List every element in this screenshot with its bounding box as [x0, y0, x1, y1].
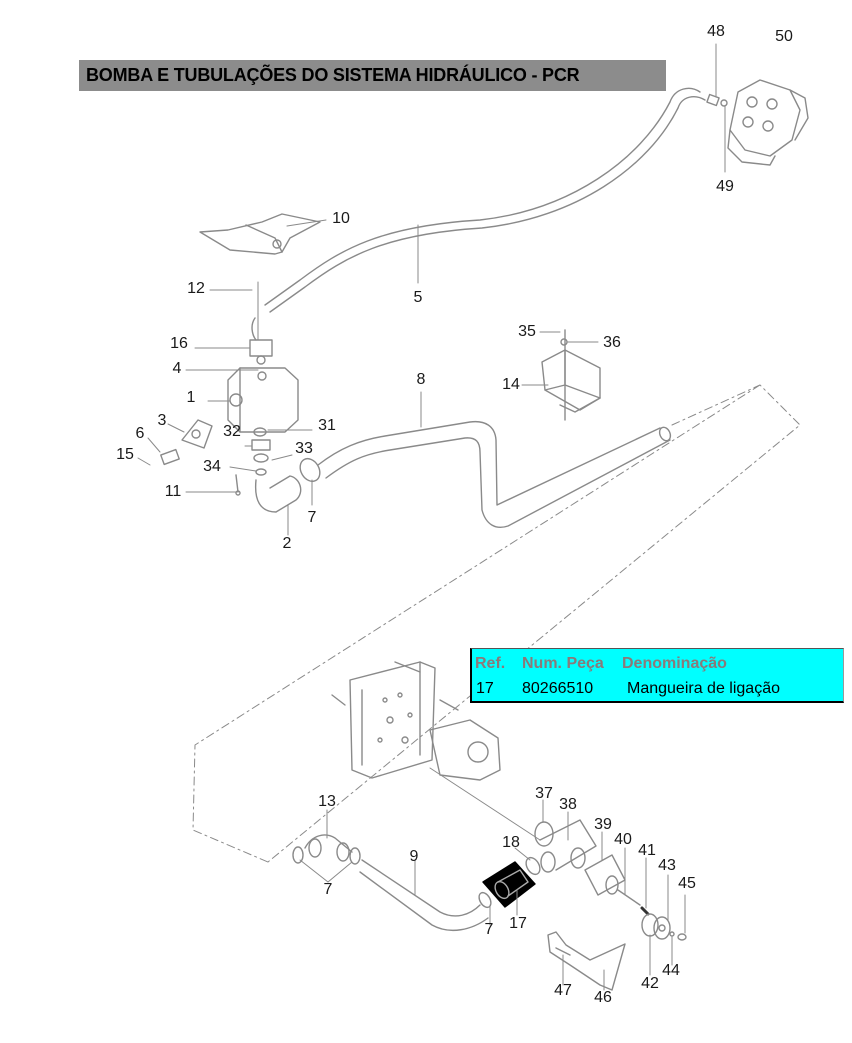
callout-17[interactable]: 17	[509, 915, 527, 932]
cap-parts-42-43	[641, 913, 671, 940]
callout-44[interactable]: 44	[662, 962, 680, 979]
callout-50[interactable]: 50	[775, 28, 793, 45]
callout-6[interactable]: 6	[135, 425, 145, 442]
rod-part-40	[617, 889, 641, 906]
callout-37[interactable]: 37	[535, 785, 553, 802]
callout-12[interactable]: 12	[187, 280, 205, 297]
row-part-number: 80266510	[522, 680, 594, 697]
callout-43[interactable]: 43	[658, 857, 676, 874]
callout-8[interactable]: 8	[416, 371, 426, 388]
callout-10[interactable]: 10	[332, 210, 350, 227]
callout-38[interactable]: 38	[559, 796, 577, 813]
callout-18[interactable]: 18	[502, 834, 520, 851]
hydraulic-pump-part-1	[227, 367, 299, 433]
nut-part-45	[677, 933, 687, 941]
callout-1[interactable]: 1	[186, 389, 196, 406]
callout-13[interactable]: 13	[318, 793, 336, 810]
callout-42[interactable]: 42	[641, 975, 659, 992]
header-description: Denominação	[622, 655, 727, 672]
filter-cartridge-part-39	[584, 854, 626, 896]
row-description: Mangueira de ligação	[627, 680, 780, 697]
callout-47[interactable]: 47	[554, 982, 572, 999]
callout-9[interactable]: 9	[409, 848, 419, 865]
spring-part-41	[640, 906, 650, 916]
callout-4[interactable]: 4	[172, 360, 182, 377]
bracket-part-46	[547, 931, 626, 991]
callout-7-lower[interactable]: 7	[484, 921, 494, 938]
callout-48[interactable]: 48	[707, 23, 725, 40]
gasket-part-3	[181, 419, 213, 449]
assembly-reference-frame	[192, 384, 801, 863]
callout-49[interactable]: 49	[716, 178, 734, 195]
callout-14[interactable]: 14	[502, 376, 520, 393]
highlighted-hose-part-17	[482, 861, 536, 908]
callout-33[interactable]: 33	[295, 440, 313, 457]
bolt-part-11	[235, 474, 241, 496]
fittings-parts-37-38	[534, 819, 597, 873]
callout-16[interactable]: 16	[170, 335, 188, 352]
fittings-parts-31-34	[251, 427, 271, 476]
part-info-table: Ref. Num. Peça Denominação 17 80266510 M…	[470, 648, 844, 703]
steering-unit-part-50	[727, 79, 809, 166]
elbow-hose-part-2	[254, 475, 302, 513]
callout-3[interactable]: 3	[157, 412, 167, 429]
fitting-part-48	[706, 93, 728, 107]
callout-7-left[interactable]: 7	[323, 881, 333, 898]
callout-35[interactable]: 35	[518, 323, 536, 340]
callout-7-upper[interactable]: 7	[307, 509, 317, 526]
callout-41[interactable]: 41	[638, 842, 656, 859]
callout-39[interactable]: 39	[594, 816, 612, 833]
callout-36[interactable]: 36	[603, 334, 621, 351]
callout-5[interactable]: 5	[413, 289, 423, 306]
bracket-part-16	[249, 339, 273, 365]
callout-2[interactable]: 2	[282, 535, 292, 552]
header-ref: Ref.	[475, 655, 506, 672]
callout-15[interactable]: 15	[116, 446, 134, 463]
guard-part-14	[541, 329, 601, 421]
callout-34[interactable]: 34	[203, 458, 221, 475]
cover-plate-part-10	[199, 213, 321, 255]
callout-46[interactable]: 46	[594, 989, 612, 1006]
filter-part-6	[160, 448, 180, 466]
callout-40[interactable]: 40	[614, 831, 632, 848]
hose-part-9	[359, 859, 489, 932]
callout-45[interactable]: 45	[678, 875, 696, 892]
hose-part-5	[251, 87, 706, 341]
clamp-part-7-upper	[299, 457, 321, 483]
elbow-part-13	[292, 834, 361, 865]
hose-part-8	[317, 420, 672, 528]
header-part-number: Num. Peça	[522, 655, 604, 672]
callout-31[interactable]: 31	[318, 417, 336, 434]
callout-32[interactable]: 32	[223, 423, 241, 440]
row-ref: 17	[476, 680, 494, 697]
clamp-part-7-lower	[478, 891, 492, 909]
callout-11[interactable]: 11	[164, 483, 182, 500]
diagram-title: BOMBA E TUBULAÇÕES DO SISTEMA HIDRÁULICO…	[79, 60, 666, 91]
washer-part-44	[669, 931, 675, 937]
